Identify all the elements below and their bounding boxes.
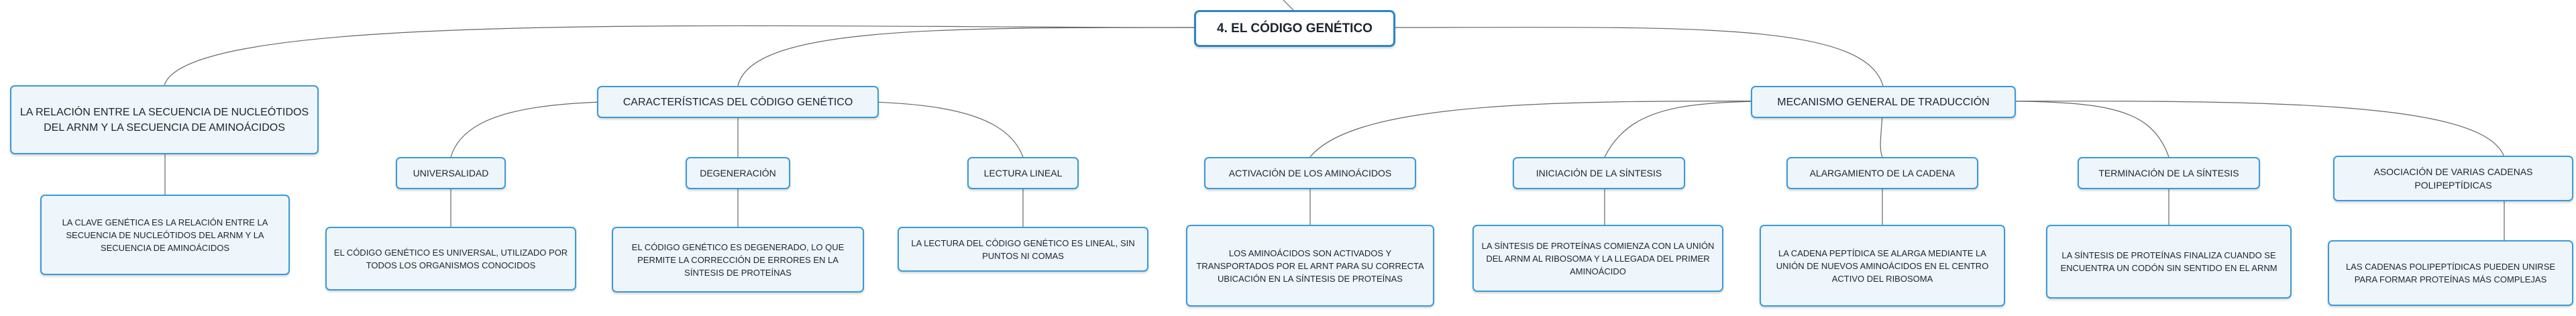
- detail-asociacion-text: LAS CADENAS POLIPEPTÍDICAS PUEDEN UNIRSE…: [2345, 262, 2556, 284]
- concept-degeneracion[interactable]: DEGENERACIÓN: [686, 157, 790, 189]
- concept-terminacion[interactable]: TERMINACIÓN DE LA SÍNTESIS: [2078, 157, 2260, 189]
- detail-alargamiento-text: LA CADENA PEPTÍDICA SE ALARGA MEDIANTE L…: [1776, 248, 1989, 284]
- detail-activacion-text: LOS AMINOÁCIDOS SON ACTIVADOS Y TRANSPOR…: [1196, 248, 1424, 284]
- branch-relacion-label: LA RELACIÓN ENTRE LA SECUENCIA DE NUCLEÓ…: [19, 106, 309, 134]
- detail-activacion[interactable]: LOS AMINOÁCIDOS SON ACTIVADOS Y TRANSPOR…: [1186, 225, 1434, 307]
- detail-lectura-lineal[interactable]: LA LECTURA DEL CÓDIGO GENÉTICO ES LINEAL…: [898, 227, 1148, 272]
- concept-iniciacion[interactable]: INICIACIÓN DE LA SÍNTESIS: [1513, 157, 1685, 189]
- concept-lectura-lineal[interactable]: LECTURA LINEAL: [967, 157, 1079, 189]
- concept-degeneracion-label: DEGENERACIÓN: [700, 168, 776, 178]
- concept-terminacion-label: TERMINACIÓN DE LA SÍNTESIS: [2098, 168, 2239, 178]
- detail-universalidad-text: EL CÓDIGO GENÉTICO ES UNIVERSAL, UTILIZA…: [333, 247, 568, 270]
- branch-mecanismo-label: MECANISMO GENERAL DE TRADUCCIÓN: [1777, 96, 1990, 108]
- detail-terminacion[interactable]: LA SÍNTESIS DE PROTEÍNAS FINALIZA CUANDO…: [2046, 225, 2292, 299]
- concept-lectura-lineal-label: LECTURA LINEAL: [983, 168, 1063, 178]
- detail-iniciacion[interactable]: LA SÍNTESIS DE PROTEÍNAS COMIENZA CON LA…: [1472, 225, 1723, 292]
- detail-degeneracion[interactable]: EL CÓDIGO GENÉTICO ES DEGENERADO, LO QUE…: [612, 227, 864, 293]
- detail-relacion-text: LA CLAVE GENÉTICA ES LA RELACIÓN ENTRE L…: [62, 217, 268, 253]
- branch-mecanismo[interactable]: MECANISMO GENERAL DE TRADUCCIÓN: [1751, 86, 2016, 118]
- concept-asociacion[interactable]: ASOCIACIÓN DE VARIAS CADENAS POLIPEPTÍDI…: [2333, 156, 2573, 201]
- concept-alargamiento-label: ALARGAMIENTO DE LA CADENA: [1809, 168, 1955, 178]
- title-text: 4. EL CÓDIGO GENÉTICO: [1217, 21, 1373, 36]
- concept-universalidad[interactable]: UNIVERSALIDAD: [396, 157, 506, 189]
- detail-asociacion[interactable]: LAS CADENAS POLIPEPTÍDICAS PUEDEN UNIRSE…: [2328, 240, 2573, 306]
- detail-universalidad[interactable]: EL CÓDIGO GENÉTICO ES UNIVERSAL, UTILIZA…: [325, 227, 576, 291]
- concept-alargamiento[interactable]: ALARGAMIENTO DE LA CADENA: [1786, 157, 1978, 189]
- detail-terminacion-text: LA SÍNTESIS DE PROTEÍNAS FINALIZA CUANDO…: [2060, 250, 2277, 273]
- detail-relacion[interactable]: LA CLAVE GENÉTICA ES LA RELACIÓN ENTRE L…: [40, 195, 290, 275]
- concept-universalidad-label: UNIVERSALIDAD: [413, 168, 489, 178]
- concept-asociacion-label: ASOCIACIÓN DE VARIAS CADENAS POLIPEPTÍDI…: [2373, 166, 2533, 191]
- concept-activacion-label: ACTIVACIÓN DE LOS AMINOÁCIDOS: [1228, 168, 1392, 178]
- detail-iniciacion-text: LA SÍNTESIS DE PROTEÍNAS COMIENZA CON LA…: [1481, 240, 1715, 276]
- detail-alargamiento[interactable]: LA CADENA PEPTÍDICA SE ALARGA MEDIANTE L…: [1760, 225, 2005, 307]
- concept-activacion[interactable]: ACTIVACIÓN DE LOS AMINOÁCIDOS: [1204, 157, 1416, 189]
- branch-caracteristicas-label: CARACTERÍSTICAS DEL CÓDIGO GENÉTICO: [623, 96, 853, 108]
- title-node[interactable]: 4. EL CÓDIGO GENÉTICO: [1194, 10, 1395, 47]
- branch-relacion[interactable]: LA RELACIÓN ENTRE LA SECUENCIA DE NUCLEÓ…: [10, 85, 319, 154]
- branch-caracteristicas[interactable]: CARACTERÍSTICAS DEL CÓDIGO GENÉTICO: [597, 86, 879, 118]
- detail-lectura-lineal-text: LA LECTURA DEL CÓDIGO GENÉTICO ES LINEAL…: [911, 238, 1135, 261]
- detail-degeneracion-text: EL CÓDIGO GENÉTICO ES DEGENERADO, LO QUE…: [631, 242, 845, 278]
- concept-iniciacion-label: INICIACIÓN DE LA SÍNTESIS: [1536, 168, 1662, 178]
